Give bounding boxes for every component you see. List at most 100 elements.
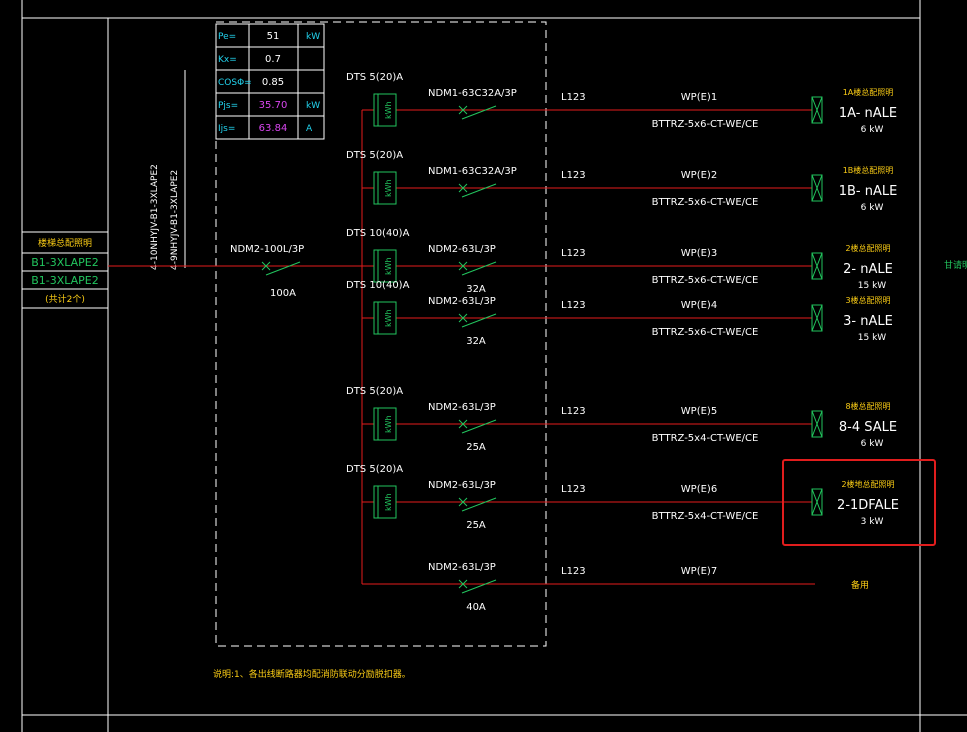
box-desc: 8楼总配照明 — [845, 401, 890, 411]
box-power: 15 kW — [858, 281, 887, 291]
phase-label: L123 — [561, 92, 586, 103]
left-panel-count: (共计2个) — [45, 293, 85, 305]
breaker-label: NDM1-63C32A/3P — [428, 88, 517, 99]
left-panel-code2: B1-3XLAPE2 — [31, 274, 99, 287]
box-power: 3 kW — [861, 517, 884, 527]
breaker-label: NDM2-63L/3P — [428, 244, 496, 255]
breaker-symbol — [458, 313, 497, 328]
kwh-meter — [373, 171, 397, 205]
param-unit: kW — [306, 32, 320, 42]
kwh-meter — [373, 301, 397, 335]
circuit-id: WP(E)1 — [681, 92, 717, 103]
left-panel-code1: B1-3XLAPE2 — [31, 256, 99, 269]
box-power: 15 kW — [858, 333, 887, 343]
meter-label: DTS 5(20)A — [346, 72, 403, 83]
box-power: 6 kW — [861, 439, 884, 449]
meter-label: DTS 10(40)A — [346, 280, 410, 291]
box-code: 1A- nALE — [839, 106, 897, 121]
box-code: 1B- nALE — [839, 184, 898, 199]
breaker-label: NDM2-63L/3P — [428, 402, 496, 413]
incoming-cable-1: 4-10NHYJV-B1-3XLAPE2 — [150, 164, 160, 270]
cable-spec: BTTRZ-5x6-CT-WE/CE — [652, 275, 759, 286]
main-breaker-label: NDM2-100L/3P — [230, 244, 304, 255]
box-desc: 1A楼总配照明 — [843, 87, 894, 97]
box-code: 2-1DFALE — [837, 498, 899, 513]
param-value: 0.7 — [265, 54, 281, 65]
incoming-feeder: 4-10NHYJV-B1-3XLAPE2 4-9NHYJV-B1-3XLAPE2… — [108, 70, 362, 299]
drawing-frame — [21, 0, 967, 732]
left-panel: 楼梯总配照明 B1-3XLAPE2 B1-3XLAPE2 (共计2个) — [21, 231, 109, 309]
breaker-rating: 40A — [466, 602, 486, 613]
circuit-id: WP(E)3 — [681, 248, 717, 259]
param-unit: kW — [306, 101, 320, 111]
breaker-label: NDM2-63L/3P — [428, 480, 496, 491]
kwh-label: kWh — [384, 493, 393, 511]
param-unit: A — [306, 124, 313, 134]
incoming-cable-2: 4-9NHYJV-B1-3XLAPE2 — [170, 170, 180, 270]
param-label: Pjs= — [218, 101, 238, 111]
circuit-row: DTS 5(20)A kWh NDM1-63C32A/3P L123 WP(E)1BTT… — [346, 72, 897, 135]
circuit-id: WP(E)6 — [681, 484, 717, 495]
meter-label: DTS 5(20)A — [346, 150, 403, 161]
kwh-label: kWh — [384, 415, 393, 433]
circuit-row: DTS 5(20)A kWh NDM2-63L/3P 25A L123 WP(E)5BTT… — [346, 386, 897, 453]
box-code: 8-4 SALE — [839, 420, 897, 435]
phase-label: L123 — [561, 300, 586, 311]
box-desc: 2楼地总配照明 — [841, 479, 894, 489]
param-label: Kx= — [218, 55, 237, 65]
breaker-rating: 25A — [466, 442, 486, 453]
param-value: 51 — [267, 31, 280, 42]
breaker-symbol — [458, 261, 497, 276]
cable-spec: BTTRZ-5x6-CT-WE/CE — [652, 197, 759, 208]
breaker-symbol — [458, 105, 497, 120]
breaker-rating: 25A — [466, 520, 486, 531]
kwh-meter — [373, 249, 397, 283]
cabinet-outline — [215, 21, 547, 647]
main-breaker-symbol — [261, 261, 301, 276]
phase-label: L123 — [561, 406, 586, 417]
breaker-label: NDM2-63L/3P — [428, 296, 496, 307]
note-text: 说明:1、各出线断路器均配消防联动分励脱扣器。 — [213, 668, 411, 680]
meter-label: DTS 5(20)A — [346, 464, 403, 475]
breaker-symbol — [458, 497, 497, 512]
cable-spec: BTTRZ-5x4-CT-WE/CE — [652, 433, 759, 444]
box-power: 6 kW — [861, 125, 884, 135]
breaker-rating: 32A — [466, 336, 486, 347]
circuits: DTS 5(20)A kWh NDM1-63C32A/3P L123 WP(E)1BTT… — [346, 72, 899, 613]
kwh-label: kWh — [384, 257, 393, 275]
param-label: Ijs= — [218, 124, 235, 134]
circuit-id: WP(E)7 — [681, 566, 717, 577]
param-value: 63.84 — [259, 123, 288, 134]
kwh-meter — [373, 485, 397, 519]
cable-spec: BTTRZ-5x6-CT-WE/CE — [652, 327, 759, 338]
breaker-symbol — [458, 579, 497, 594]
phase-label: L123 — [561, 566, 586, 577]
cable-spec: BTTRZ-5x6-CT-WE/CE — [652, 119, 759, 130]
param-value: 0.85 — [262, 77, 284, 88]
kwh-label: kWh — [384, 179, 393, 197]
circuit-row: DTS 5(20)A kWh NDM2-63L/3P 25A L123 WP(E)6BTT… — [346, 464, 899, 531]
box-desc: 2楼总配照明 — [845, 243, 890, 253]
meter-label: DTS 10(40)A — [346, 228, 410, 239]
box-power: 6 kW — [861, 203, 884, 213]
kwh-label: kWh — [384, 101, 393, 119]
param-label: COSΦ= — [218, 78, 252, 88]
phase-label: L123 — [561, 484, 586, 495]
kwh-label: kWh — [384, 309, 393, 327]
cable-spec: BTTRZ-5x4-CT-WE/CE — [652, 511, 759, 522]
param-label: Pe= — [218, 32, 236, 42]
breaker-label: NDM2-63L/3P — [428, 562, 496, 573]
meter-label: DTS 5(20)A — [346, 386, 403, 397]
highlight-box — [782, 459, 936, 546]
kwh-meter — [373, 93, 397, 127]
circuit-id: WP(E)5 — [681, 406, 717, 417]
kwh-meter — [373, 407, 397, 441]
box-desc: 1B楼总配照明 — [843, 165, 894, 175]
breaker-symbol — [458, 183, 497, 198]
breaker-symbol — [458, 419, 497, 434]
